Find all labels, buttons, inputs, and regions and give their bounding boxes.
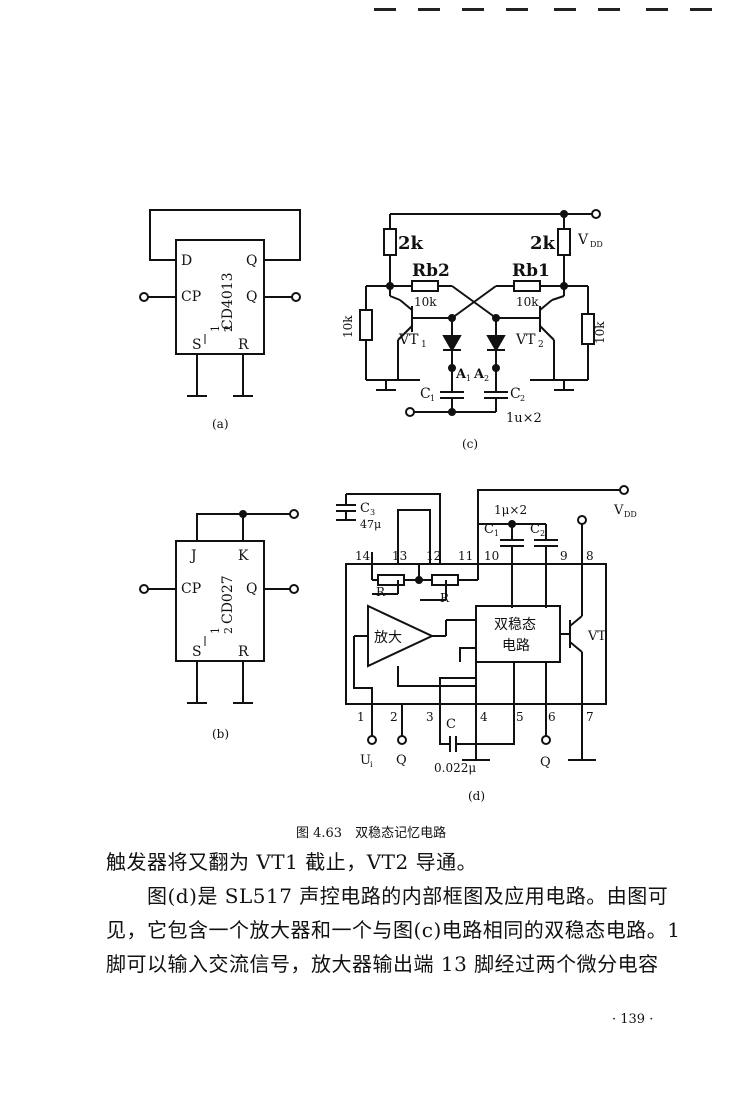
a2-sub: 2 bbox=[484, 374, 489, 383]
diagram-a: D CP Q Q S R CD4013 1 2 (a) bbox=[139, 209, 301, 431]
a2-label: A bbox=[473, 367, 485, 382]
pin-d: D bbox=[181, 253, 192, 269]
pin-s: S bbox=[192, 337, 202, 353]
body-line-2: 图(d)是 SL517 声控电路的内部框图及应用电路。由图可 bbox=[106, 884, 669, 908]
cap-value: 1u×2 bbox=[506, 411, 542, 426]
bistable-label-2: 电路 bbox=[502, 638, 530, 654]
vt-label: VT bbox=[587, 629, 606, 644]
c2-label: C bbox=[510, 386, 521, 402]
c3-value: 47μ bbox=[360, 518, 381, 531]
diagram-b: J K CP Q S R CD027 1 2 (b) bbox=[139, 509, 299, 741]
pin-7: 7 bbox=[586, 710, 594, 724]
vt2-sub: 2 bbox=[538, 340, 544, 350]
ui-label: U bbox=[360, 753, 371, 768]
rb1-label: Rb1 bbox=[512, 261, 550, 281]
pin-cp: CP bbox=[181, 581, 201, 597]
pin-k: K bbox=[238, 548, 249, 564]
c3-sub: 3 bbox=[370, 508, 375, 517]
pin-9: 9 bbox=[560, 549, 568, 563]
r-10k-right: 10k bbox=[516, 295, 539, 309]
figure-caption: 图 4.63 双稳态记忆电路 bbox=[296, 826, 447, 841]
r-top-left: 2k bbox=[398, 233, 424, 254]
c2-sub: 2 bbox=[520, 394, 525, 403]
vdd-label: V bbox=[577, 232, 589, 248]
vdd-sub: DD bbox=[624, 510, 637, 519]
sublabel-c: (c) bbox=[462, 437, 478, 451]
c1-sub: 1 bbox=[430, 394, 435, 403]
diagram-c: 2k 2k V DD Rb2 Rb1 10k 10k 10k 10k VT 1 … bbox=[341, 209, 607, 451]
r-top-right: 2k bbox=[530, 233, 556, 254]
pin-2: 2 bbox=[390, 710, 398, 724]
page-number: · 139 · bbox=[612, 1012, 654, 1027]
vdd-label: V bbox=[613, 503, 624, 518]
chip-label: CD027 bbox=[220, 575, 236, 624]
pin-j: J bbox=[189, 548, 197, 564]
pin-3: 3 bbox=[426, 710, 434, 724]
bistable-label-1: 双稳态 bbox=[494, 617, 536, 633]
vt2-label: VT bbox=[515, 332, 536, 348]
r-side-right: 10k bbox=[593, 321, 607, 344]
cap-value: 1μ×2 bbox=[494, 503, 527, 517]
a1-label: A bbox=[455, 367, 467, 382]
amp-label: 放大 bbox=[374, 630, 402, 646]
chip-box bbox=[175, 540, 265, 662]
diagram-d: C 3 47μ V DD 1μ×2 C 1 C 2 14 13 12 11 10… bbox=[336, 485, 637, 803]
pin-1: 1 bbox=[357, 710, 365, 724]
sublabel-a: (a) bbox=[212, 417, 229, 431]
pin-10: 10 bbox=[484, 549, 499, 563]
c1-label: C bbox=[420, 386, 431, 402]
c4-label: C bbox=[446, 717, 456, 732]
sublabel-b: (b) bbox=[212, 727, 229, 741]
pin-13: 13 bbox=[392, 549, 407, 563]
c2-label: C bbox=[530, 522, 540, 537]
pin-8: 8 bbox=[586, 549, 594, 563]
q-left: Q bbox=[396, 753, 407, 768]
pin-r: R bbox=[238, 644, 249, 660]
pin-q: Q bbox=[246, 253, 257, 269]
fraction-den: 2 bbox=[222, 627, 235, 634]
q-right: Q bbox=[540, 755, 551, 770]
vdd-sub: DD bbox=[590, 240, 603, 249]
ui-sub: i bbox=[370, 760, 373, 769]
rb2-label: Rb2 bbox=[412, 261, 450, 281]
vt1-label: VT bbox=[398, 332, 419, 348]
a1-sub: 1 bbox=[466, 374, 471, 383]
c1-sub: 1 bbox=[494, 529, 499, 538]
pin-qbar: Q bbox=[246, 289, 257, 305]
pin-4: 4 bbox=[480, 710, 488, 724]
r-side-left: 10k bbox=[341, 315, 355, 338]
pin-r: R bbox=[238, 337, 249, 353]
body-line-4: 脚可以输入交流信号，放大器输出端 13 脚经过两个微分电容 bbox=[106, 952, 659, 976]
pin-cp: CP bbox=[181, 289, 201, 305]
body-line-1: 触发器将又翻为 VT1 截止，VT2 导通。 bbox=[106, 850, 478, 874]
c2-sub: 2 bbox=[540, 529, 545, 538]
r-10k-left: 10k bbox=[414, 295, 437, 309]
pin-6: 6 bbox=[548, 710, 556, 724]
r2-label: R bbox=[440, 591, 450, 605]
pin-5: 5 bbox=[516, 710, 524, 724]
c3-label: C bbox=[360, 501, 370, 516]
fraction-den: 2 bbox=[222, 325, 235, 332]
pin-12: 12 bbox=[426, 549, 441, 563]
pin-11: 11 bbox=[458, 549, 473, 563]
fraction-num: 1 bbox=[209, 325, 222, 332]
r1-label: R bbox=[376, 585, 386, 599]
c4-value: 0.022μ bbox=[434, 761, 476, 775]
pin-s: S bbox=[192, 644, 202, 660]
sublabel-d: (d) bbox=[468, 789, 485, 803]
vt1-sub: 1 bbox=[421, 340, 427, 350]
pin-14: 14 bbox=[355, 549, 371, 563]
chip-label: CD4013 bbox=[220, 272, 236, 330]
body-line-3: 见，它包含一个放大器和一个与图(c)电路相同的双稳态电路。1 bbox=[106, 918, 681, 942]
pin-q: Q bbox=[246, 581, 257, 597]
c1-label: C bbox=[484, 522, 494, 537]
fraction-num: 1 bbox=[209, 627, 222, 634]
